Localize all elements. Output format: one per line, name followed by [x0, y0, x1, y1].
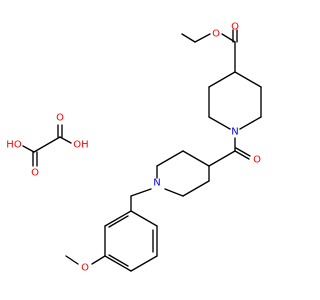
bond [194, 33, 211, 43]
bond [181, 33, 196, 43]
piperidine-nitrogen-top: N [231, 127, 238, 138]
bond [91, 255, 106, 265]
background [0, 0, 300, 300]
bond [108, 215, 129, 228]
bond [208, 150, 236, 167]
bond [164, 188, 184, 197]
bond [130, 210, 158, 227]
bond [182, 180, 210, 197]
bond [239, 116, 262, 130]
bond [104, 255, 132, 272]
bond [208, 71, 236, 88]
bond [182, 150, 210, 167]
oxalic-hydroxyl-right: OH [73, 140, 88, 151]
ester-carbonyl-oxygen: O [231, 22, 239, 33]
bond [208, 116, 231, 130]
ester-link-oxygen: O [212, 29, 220, 40]
bond [130, 255, 158, 272]
bond [234, 150, 250, 160]
bond [65, 255, 79, 265]
methoxy-oxygen: O [81, 263, 89, 274]
bond [108, 254, 129, 267]
bond [130, 188, 152, 197]
amide-oxygen: O [253, 155, 261, 166]
ethyl-piperidine-molecule: O O N O N O [65, 22, 262, 274]
piperidine-nitrogen-bottom: N [153, 178, 160, 189]
oxalic-carbonyl-top: O [56, 113, 64, 124]
oxalic-carbonyl-bottom: O [31, 168, 39, 179]
bond [59, 136, 72, 144]
bond [235, 147, 251, 157]
oxalic-hydroxyl-left: HO [6, 140, 22, 151]
molecule-drawing: HO O O OH [0, 0, 300, 300]
bond [234, 71, 262, 88]
bond [33, 136, 61, 153]
bond [104, 210, 132, 227]
oxalic-acid: HO O O OH [6, 113, 88, 179]
bond [22, 145, 35, 153]
bond [156, 150, 184, 167]
